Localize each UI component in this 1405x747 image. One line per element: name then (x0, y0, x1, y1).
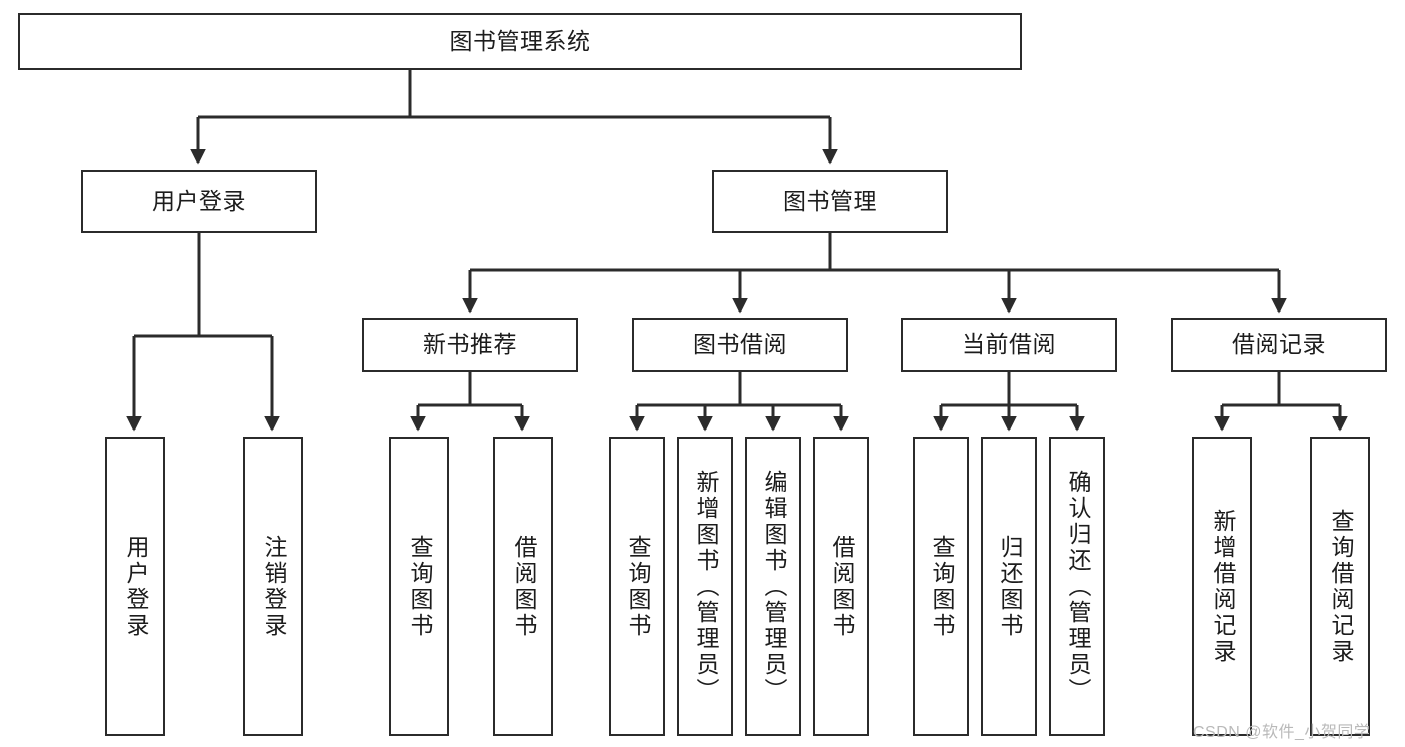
leaf-current-borrow-3[interactable]: 确认归还（管理员） (1049, 437, 1105, 736)
node-new-book-recommend-label: 新书推荐 (423, 331, 517, 358)
leaf-user-login-1[interactable]: 用户登录 (105, 437, 165, 736)
leaf-user-login-2-label: 注销登录 (260, 534, 287, 639)
node-current-borrow-label: 当前借阅 (962, 331, 1056, 358)
node-book-borrow-label: 图书借阅 (693, 331, 787, 358)
node-user-login[interactable]: 用户登录 (81, 170, 317, 233)
leaf-user-login-2[interactable]: 注销登录 (243, 437, 303, 736)
node-book-management[interactable]: 图书管理 (712, 170, 948, 233)
leaf-new-book-2[interactable]: 借阅图书 (493, 437, 553, 736)
leaf-new-book-1-label: 查询图书 (406, 534, 433, 639)
leaf-user-login-1-label: 用户登录 (122, 534, 149, 639)
node-current-borrow[interactable]: 当前借阅 (901, 318, 1117, 372)
node-root-label: 图书管理系统 (449, 27, 591, 54)
leaf-borrow-record-1-label: 新增借阅记录 (1209, 508, 1236, 665)
node-borrow-record-label: 借阅记录 (1232, 331, 1326, 358)
leaf-borrow-record-1[interactable]: 新增借阅记录 (1192, 437, 1252, 736)
node-book-borrow[interactable]: 图书借阅 (632, 318, 848, 372)
leaf-book-borrow-1-label: 查询图书 (624, 534, 651, 639)
leaf-book-borrow-1[interactable]: 查询图书 (609, 437, 665, 736)
leaf-new-book-1[interactable]: 查询图书 (389, 437, 449, 736)
node-user-login-label: 用户登录 (152, 187, 246, 214)
leaf-book-borrow-4-label: 借阅图书 (828, 534, 855, 639)
leaf-current-borrow-1-label: 查询图书 (928, 534, 955, 639)
leaf-borrow-record-2-label: 查询借阅记录 (1327, 508, 1354, 665)
leaf-current-borrow-3-label: 确认归还（管理员） (1064, 469, 1091, 704)
leaf-new-book-2-label: 借阅图书 (510, 534, 537, 639)
leaf-book-borrow-3[interactable]: 编辑图书（管理员） (745, 437, 801, 736)
node-new-book-recommend[interactable]: 新书推荐 (362, 318, 578, 372)
leaf-book-borrow-4[interactable]: 借阅图书 (813, 437, 869, 736)
leaf-current-borrow-2[interactable]: 归还图书 (981, 437, 1037, 736)
leaf-book-borrow-2[interactable]: 新增图书（管理员） (677, 437, 733, 736)
leaf-borrow-record-2[interactable]: 查询借阅记录 (1310, 437, 1370, 736)
node-borrow-record[interactable]: 借阅记录 (1171, 318, 1387, 372)
node-book-management-label: 图书管理 (783, 187, 877, 214)
leaf-book-borrow-2-label: 新增图书（管理员） (692, 469, 719, 704)
node-root[interactable]: 图书管理系统 (18, 13, 1022, 70)
leaf-current-borrow-2-label: 归还图书 (996, 534, 1023, 639)
leaf-current-borrow-1[interactable]: 查询图书 (913, 437, 969, 736)
leaf-book-borrow-3-label: 编辑图书（管理员） (760, 469, 787, 704)
watermark: CSDN @软件_小贺同学 (1193, 724, 1371, 741)
